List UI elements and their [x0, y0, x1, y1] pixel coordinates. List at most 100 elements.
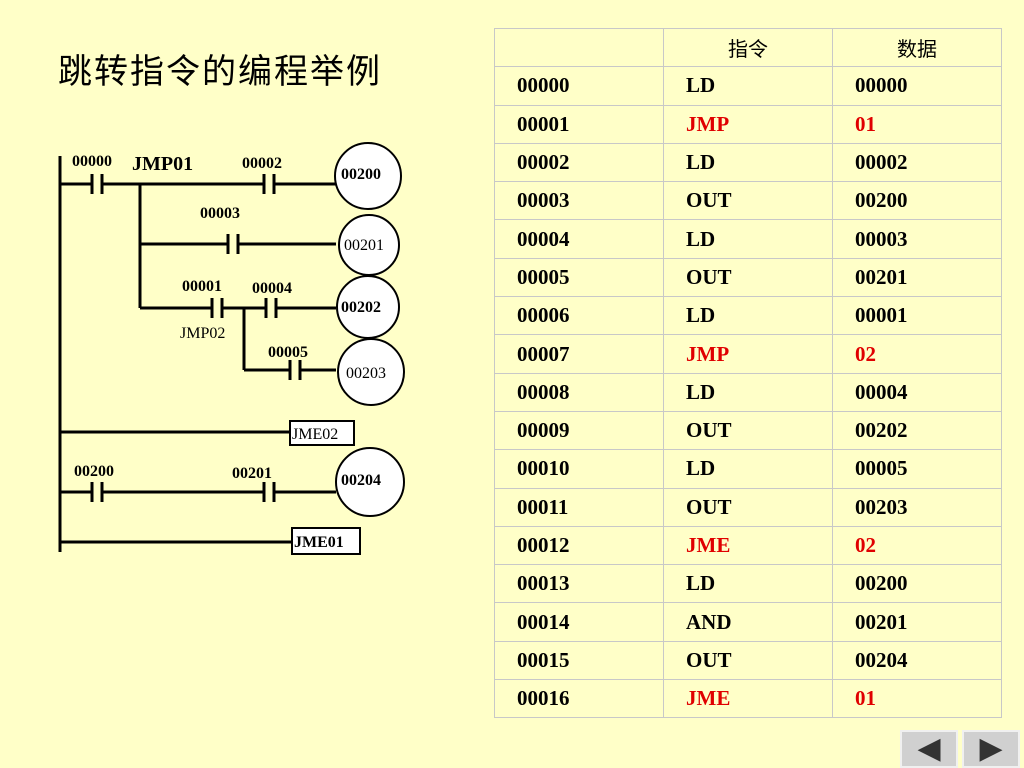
cell-instruction: LD [663, 564, 833, 604]
contact-00000-label: 00000 [72, 153, 112, 170]
cell-data: 00001 [832, 296, 1002, 336]
cell-address: 00014 [494, 602, 664, 642]
header-data: 数据 [832, 27, 1002, 68]
slide-title: 跳转指令的编程举例 [58, 52, 382, 92]
cell-address: 00004 [494, 219, 664, 259]
cell-data: 00204 [832, 640, 1002, 681]
table-header-row: 指令 数据 [494, 27, 1002, 68]
cell-instruction: JMP [663, 104, 833, 144]
cell-data: 00202 [832, 410, 1002, 451]
contact-00004-label: 00004 [252, 280, 292, 297]
cell-instruction: LD [663, 296, 833, 336]
coil-00204 [335, 447, 405, 517]
cell-data: 00200 [832, 564, 1002, 604]
cell-address: 00007 [494, 334, 664, 374]
header-instruction: 指令 [663, 27, 833, 68]
cell-data: 00201 [832, 602, 1002, 642]
cell-data: 00002 [832, 142, 1002, 183]
contact-00005-label: 00005 [268, 344, 308, 361]
cell-data: 00200 [832, 181, 1002, 221]
cell-data: 01 [832, 104, 1002, 144]
next-slide-button[interactable]: ▶ [962, 730, 1020, 768]
contact-00001-label: 00001 [182, 278, 222, 295]
cell-address: 00008 [494, 372, 664, 412]
jme02-label: JME02 [292, 426, 338, 443]
cell-address: 00016 [494, 679, 664, 719]
cell-instruction: LD [663, 142, 833, 183]
coil-00203-label: 00203 [346, 365, 386, 382]
cell-address: 00003 [494, 181, 664, 221]
jmp01-label: JMP01 [132, 153, 193, 175]
cell-data: 00000 [832, 66, 1002, 106]
cell-instruction: JME [663, 525, 833, 566]
cell-address: 00006 [494, 296, 664, 336]
contact-00003-label: 00003 [200, 205, 240, 222]
cell-data: 02 [832, 334, 1002, 374]
cell-instruction: LD [663, 449, 833, 489]
prev-slide-button[interactable]: ◀ [900, 730, 958, 768]
cell-data: 00003 [832, 219, 1002, 259]
coil-00203 [337, 338, 405, 406]
cell-instruction: OUT [663, 181, 833, 221]
triangle-right-icon: ▶ [979, 731, 1003, 766]
cell-instruction: JME [663, 679, 833, 719]
cell-instruction: LD [663, 372, 833, 412]
cell-instruction: OUT [663, 410, 833, 451]
cell-data: 01 [832, 679, 1002, 719]
header-address [494, 27, 664, 68]
cell-address: 00000 [494, 66, 664, 106]
contact-00201-label: 00201 [232, 465, 272, 482]
coil-00204-label: 00204 [341, 472, 381, 489]
cell-address: 00015 [494, 640, 664, 681]
ladder-diagram: 00000 JMP01 00002 00200 00003 00201 0000… [58, 142, 405, 555]
cell-address: 00001 [494, 104, 664, 144]
cell-address: 00005 [494, 257, 664, 298]
cell-data: 00005 [832, 449, 1002, 489]
jme01-label: JME01 [294, 534, 344, 551]
cell-instruction: LD [663, 219, 833, 259]
coil-00201-label: 00201 [344, 237, 384, 254]
cell-instruction: JMP [663, 334, 833, 374]
triangle-left-icon: ◀ [917, 731, 941, 766]
jme02-box [289, 420, 355, 446]
cell-instruction: OUT [663, 640, 833, 681]
coil-00202-label: 00202 [341, 299, 381, 316]
jmp02-label: JMP02 [180, 325, 225, 342]
cell-address: 00013 [494, 564, 664, 604]
cell-address: 00012 [494, 525, 664, 566]
jme01-box [291, 527, 361, 555]
cell-data: 00201 [832, 257, 1002, 298]
cell-instruction: OUT [663, 487, 833, 527]
coil-00202 [336, 275, 400, 339]
cell-instruction: AND [663, 602, 833, 642]
cell-instruction: OUT [663, 257, 833, 298]
cell-address: 00010 [494, 449, 664, 489]
cell-data: 02 [832, 525, 1002, 566]
contact-00002-label: 00002 [242, 155, 282, 172]
cell-data: 00004 [832, 372, 1002, 412]
coil-00200 [334, 142, 402, 210]
contact-00200-label: 00200 [74, 463, 114, 480]
cell-address: 00011 [494, 487, 664, 527]
cell-address: 00009 [494, 410, 664, 451]
coil-00200-label: 00200 [341, 166, 381, 183]
cell-address: 00002 [494, 142, 664, 183]
